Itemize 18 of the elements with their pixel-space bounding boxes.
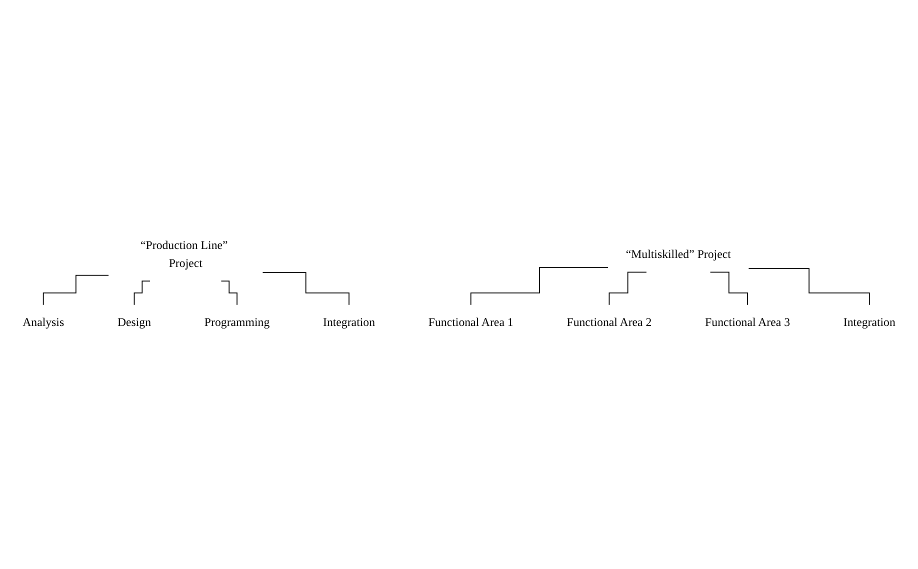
connector — [748, 268, 870, 306]
connector — [262, 272, 350, 306]
node-text: Functional Area 2 — [566, 316, 652, 330]
node-text: Integration — [843, 316, 896, 330]
node-text: Functional Area 1 — [428, 316, 514, 330]
connector — [134, 281, 150, 306]
node-text: Programming — [204, 316, 270, 330]
connector — [470, 267, 608, 306]
node-text: “Multiskilled” Project — [626, 248, 731, 262]
node-text: Functional Area 3 — [705, 316, 790, 330]
connector — [220, 281, 238, 306]
node-text: Integration — [322, 316, 376, 330]
node-text: Design — [117, 316, 152, 330]
connector — [710, 272, 748, 306]
connector — [42, 275, 109, 306]
node-text: Analysis — [22, 316, 64, 330]
connector — [608, 272, 647, 306]
node-text: “Production Line” Project — [140, 239, 228, 270]
